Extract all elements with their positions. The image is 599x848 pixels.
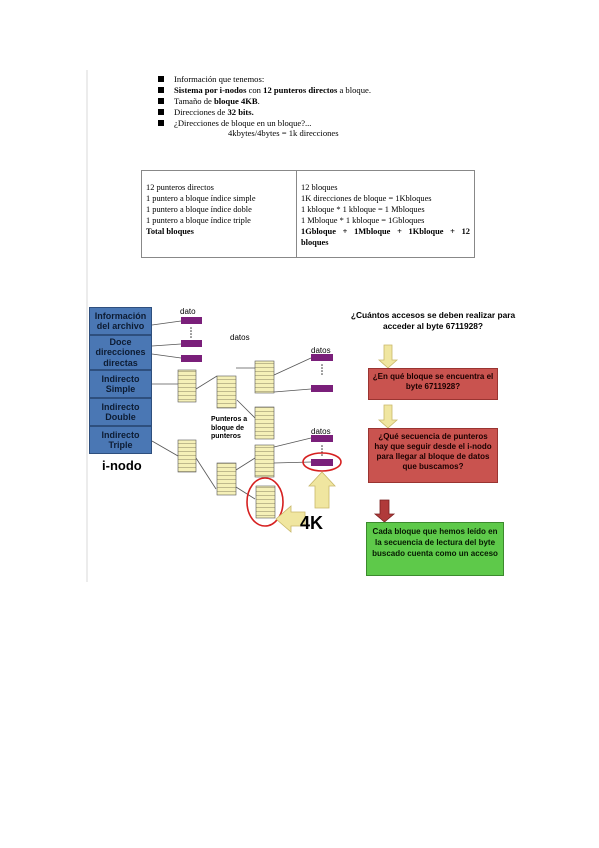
- bullet-square-icon: [158, 120, 164, 126]
- data-block: [181, 355, 202, 362]
- bullet-text: ¿Direcciones de bloque en un bloque?...: [174, 118, 312, 128]
- bullet-text: 32 bits.: [227, 107, 254, 117]
- inode-box-simple: Indirecto Simple: [89, 370, 152, 398]
- bullet-item: Direcciones de 32 bits.: [158, 107, 371, 118]
- question-title: ¿Cuántos accesos se deben realizar para …: [350, 310, 516, 331]
- bullet-text: Tamaño de: [174, 96, 214, 106]
- bullet-item: Información que tenemos:: [158, 74, 371, 85]
- data-label: datos: [311, 346, 331, 355]
- data-label: datos: [230, 333, 250, 342]
- ellipsis-dots: [190, 327, 323, 456]
- index-block: [255, 485, 276, 519]
- target-data-circle: [302, 452, 342, 472]
- summary-table: 12 punteros directos 1 puntero a bloque …: [141, 170, 475, 258]
- summary-right-line: 1K direcciones de bloque = 1Kbloques: [301, 194, 432, 203]
- question-box-block: ¿En qué bloque se encuentra el byte 6711…: [368, 368, 498, 400]
- index-block: [254, 360, 275, 394]
- summary-right-total: 1Gbloque + 1Mbloque + 1Kbloque + 12 bloq…: [301, 227, 470, 247]
- summary-right-line: 1 Mbloque * 1 kbloque = 1Gbloques: [301, 216, 425, 225]
- bullet-square-icon: [158, 109, 164, 115]
- bullet-item: ¿Direcciones de bloque en un bloque?...: [158, 118, 371, 129]
- summary-left-line: 12 punteros directos: [146, 183, 214, 192]
- target-index-circle: [246, 477, 284, 527]
- data-block: [311, 354, 333, 361]
- block-size-label: 4K: [300, 513, 324, 533]
- question-box-sequence: ¿Qué secuencia de punteros hay que segui…: [368, 428, 498, 483]
- bullet-square-icon: [158, 76, 164, 82]
- inode-box-direct: Doce direcciones directas: [89, 335, 152, 370]
- bullet-text: Información que tenemos:: [174, 74, 265, 84]
- info-bullets: Información que tenemos:Sistema por i-no…: [158, 74, 371, 129]
- bullet-text: 12 punteros directos: [263, 85, 338, 95]
- summary-left-line: 1 puntero a bloque índice triple: [146, 216, 251, 225]
- data-label: datos: [311, 427, 331, 436]
- inode-box-info: Información del archivo: [89, 307, 152, 335]
- down-arrow: [377, 344, 399, 369]
- summary-right-cell: 12 bloques 1K direcciones de bloque = 1K…: [296, 170, 475, 258]
- index-block: [177, 439, 197, 473]
- up-arrow: [308, 471, 336, 509]
- data-blocks: [181, 317, 333, 466]
- addresses-calculation: 4kbytes/4bytes = 1k direcciones: [228, 128, 339, 138]
- index-block: [254, 444, 275, 478]
- bullet-square-icon: [158, 98, 164, 104]
- data-block: [181, 317, 202, 324]
- index-block: [254, 406, 275, 440]
- page-margin-line: [86, 70, 88, 582]
- summary-left-total: Total bloques: [146, 227, 194, 236]
- down-arrow-red: [373, 499, 396, 523]
- bullet-text: bloque 4KB: [213, 96, 258, 106]
- summary-left-line: 1 puntero a bloque índice doble: [146, 205, 252, 214]
- index-block: [177, 369, 197, 403]
- bullet-item: Sistema por i-nodos con 12 punteros dire…: [158, 85, 371, 96]
- pointer-blocks-label: Punteros a bloque de punteros: [211, 416, 248, 440]
- data-block: [181, 340, 202, 347]
- pointer-lines: [151, 320, 312, 500]
- data-block: [311, 435, 333, 442]
- bullet-text: Direcciones de: [174, 107, 228, 117]
- inode-label: i-nodo: [102, 458, 142, 473]
- bullet-text: .: [257, 96, 260, 106]
- data-label: dato: [180, 307, 196, 316]
- data-block: [311, 459, 333, 466]
- bullet-square-icon: [158, 87, 164, 93]
- summary-right-line: 12 bloques: [301, 183, 338, 192]
- summary-left-cell: 12 punteros directos 1 puntero a bloque …: [141, 170, 297, 258]
- bullet-item: Tamaño de bloque 4KB.: [158, 96, 371, 107]
- bullet-text: Sistema por i-nodos: [174, 85, 247, 95]
- inode-box-triple: Indirecto Triple: [89, 426, 152, 454]
- summary-right-line: 1 kbloque * 1 kbloque = 1 Mbloques: [301, 205, 425, 214]
- left-arrow: [275, 505, 306, 533]
- index-block: [216, 375, 237, 409]
- bullet-text: a bloque.: [337, 85, 371, 95]
- inode-box-double: Indirecto Double: [89, 398, 152, 426]
- data-block: [311, 385, 333, 392]
- answer-box: Cada bloque que hemos leído en la secuen…: [366, 522, 504, 576]
- bullet-text: con: [246, 85, 264, 95]
- down-arrow: [377, 404, 399, 429]
- index-block: [216, 462, 237, 496]
- summary-left-line: 1 puntero a bloque índice simple: [146, 194, 256, 203]
- index-blocks: [177, 360, 276, 519]
